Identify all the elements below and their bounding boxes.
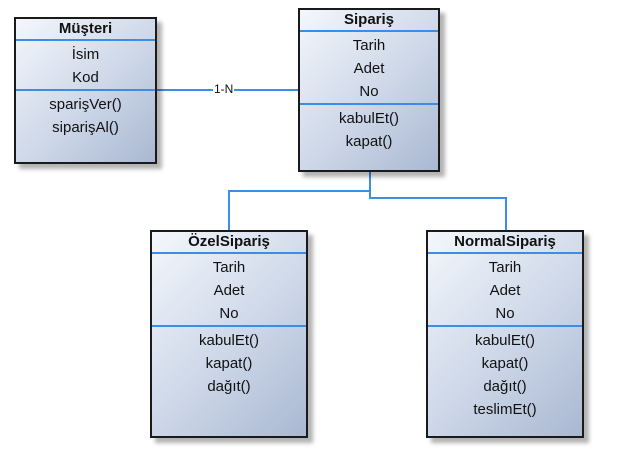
attribute: Tarih (352, 37, 386, 54)
attribute: İsim (71, 46, 100, 63)
attribute: Tarih (212, 259, 246, 276)
class-name: Sipariş (300, 10, 438, 32)
attribute: No (219, 305, 239, 322)
method: kabulEt() (338, 110, 400, 127)
attribute: Tarih (488, 259, 522, 276)
method: siparişAl() (52, 119, 119, 136)
attribute-section: Tarih Adet No (152, 254, 306, 327)
method: sparişVer() (49, 96, 122, 113)
class-musteri: Müşteri İsim Kod sparişVer() siparişAl() (14, 17, 157, 164)
attribute: No (495, 305, 515, 322)
class-name: ÖzelSipariş (152, 232, 306, 254)
class-name: NormalSipariş (428, 232, 582, 254)
attribute-section: Tarih Adet No (428, 254, 582, 327)
class-normal-siparis: NormalSipariş Tarih Adet No kabulEt() ka… (426, 230, 584, 438)
method: kabulEt() (198, 332, 260, 349)
method: kapat() (345, 133, 393, 150)
method: teslimEt() (473, 401, 537, 418)
association-label: 1-N (213, 82, 235, 96)
class-name: Müşteri (16, 19, 155, 41)
inheritance-connector-ozelsiparis (228, 172, 371, 230)
class-ozel-siparis: ÖzelSipariş Tarih Adet No kabulEt() kapa… (150, 230, 308, 438)
attribute: Adet (489, 282, 521, 299)
method: kapat() (481, 355, 529, 372)
method-section: sparişVer() siparişAl() (16, 91, 155, 139)
attribute: No (359, 83, 379, 100)
class-siparis: Sipariş Tarih Adet No kabulEt() kapat() (298, 8, 440, 172)
attribute-section: Tarih Adet No (300, 32, 438, 105)
method-section: kabulEt() kapat() dağıt() (152, 327, 306, 398)
attribute: Kod (72, 69, 99, 86)
attribute-section: İsim Kod (16, 41, 155, 91)
attribute: Adet (353, 60, 385, 77)
method-section: kabulEt() kapat() (300, 105, 438, 153)
method: kabulEt() (474, 332, 536, 349)
method: dağıt() (207, 378, 251, 395)
method: kapat() (205, 355, 253, 372)
method: dağıt() (483, 378, 527, 395)
inheritance-connector-normalsiparis (369, 172, 507, 230)
attribute: Adet (213, 282, 245, 299)
method-section: kabulEt() kapat() dağıt() teslimEt() (428, 327, 582, 421)
